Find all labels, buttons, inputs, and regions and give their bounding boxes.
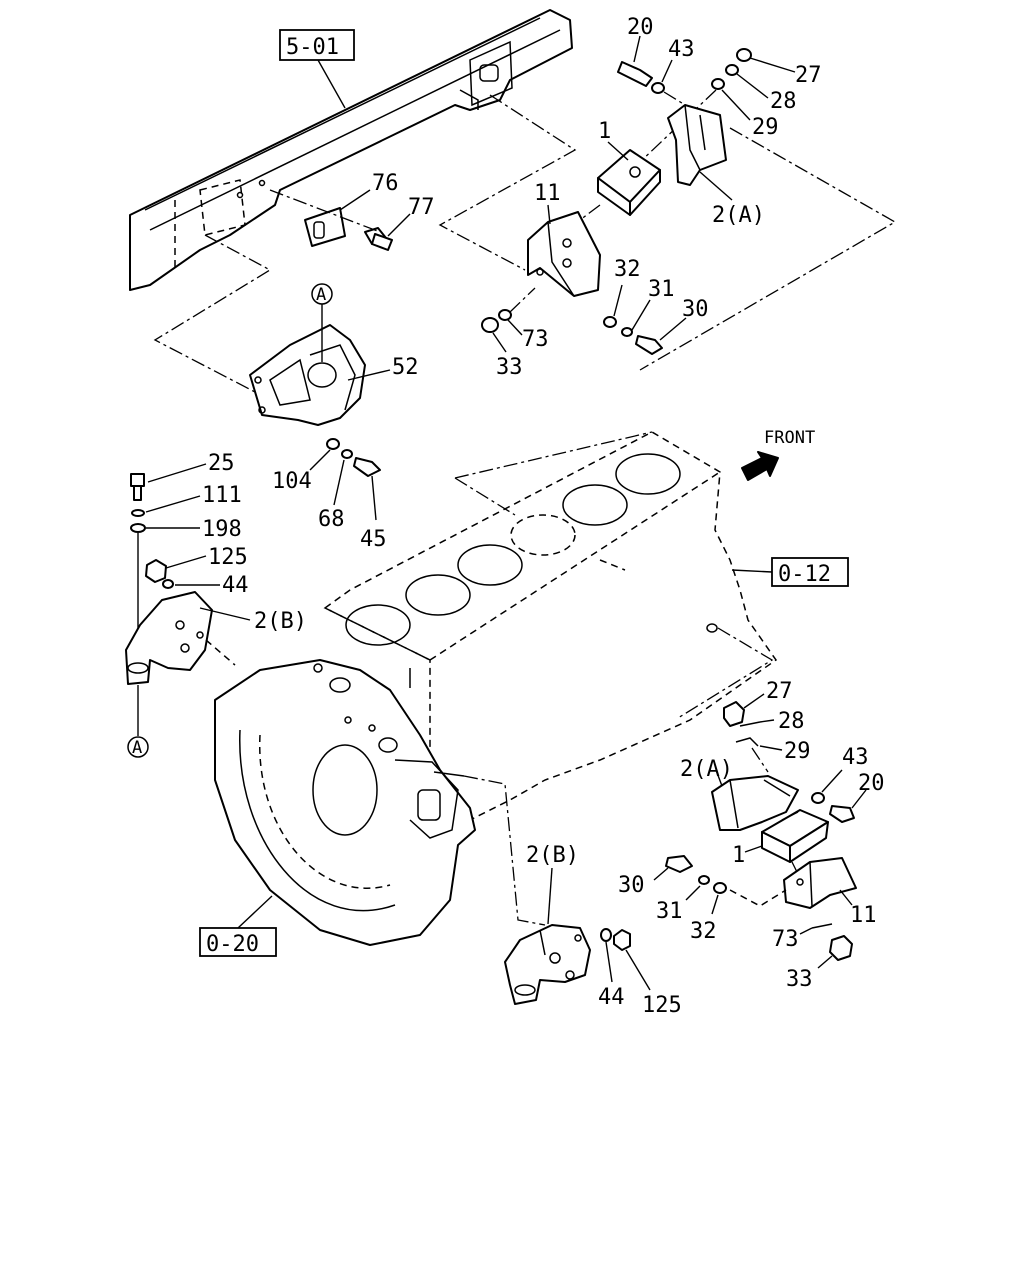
cushion-1-bot: 1 [732, 809, 829, 868]
front-label: FRONT [764, 428, 815, 448]
callout-2a-bot: 2(A) [680, 757, 733, 782]
callout-45: 45 [360, 527, 387, 552]
callout-25: 25 [208, 451, 235, 476]
callout-2a-top: 2(A) [712, 203, 765, 228]
callout-11-top: 11 [534, 181, 561, 206]
nut-125-bot: 125 [613, 929, 682, 1018]
marker-a-left: A [127, 736, 149, 758]
washer-73-top: 73 [498, 309, 549, 352]
callout-2b-left: 2(B) [254, 609, 307, 634]
washer-44-bot: 44 [598, 928, 625, 1010]
bracket-11-top: 11 [527, 181, 601, 297]
ref-block-label: 0-12 [778, 562, 831, 587]
washer-44-left: 44 [162, 573, 249, 598]
callout-111: 111 [202, 483, 242, 508]
callout-125-left: 125 [208, 545, 248, 570]
bolt-30-bot: 30 [618, 855, 693, 898]
callout-73-top: 73 [522, 327, 549, 352]
callout-198: 198 [202, 517, 242, 542]
engine-block [323, 431, 778, 821]
callout-43-top: 43 [668, 37, 695, 62]
washer-198: 198 [130, 517, 242, 542]
washer-28-bot: 28 [739, 709, 805, 734]
nut-27-bot: 27 [723, 679, 793, 727]
washer-32-top: 32 [603, 257, 641, 328]
callout-33-bot: 33 [786, 967, 813, 992]
ref-frame-label: 5-01 [286, 35, 339, 60]
washer-73-bot: 73 [772, 923, 833, 952]
bolt-30-top: 30 [635, 297, 709, 355]
callout-31-top: 31 [648, 277, 675, 302]
callout-68: 68 [318, 507, 345, 532]
callout-44-left: 44 [222, 573, 249, 598]
callout-44-bot: 44 [598, 985, 625, 1010]
cushion-1-top: 1 [597, 119, 661, 216]
front-indicator: FRONT [741, 428, 815, 481]
washer-43-top: 43 [651, 37, 695, 94]
callout-28-top: 28 [770, 89, 797, 114]
callout-76: 76 [372, 171, 399, 196]
marker-a-left-label: A [132, 738, 142, 758]
bolt-25: 25 [130, 451, 235, 501]
washer-43-bot: 43 [811, 745, 869, 804]
bolt-45: 45 [353, 457, 387, 552]
callout-104: 104 [272, 469, 312, 494]
callout-29-bot: 29 [784, 739, 811, 764]
callout-28-bot: 28 [778, 709, 805, 734]
bolt-20-bot: 20 [829, 771, 885, 823]
bracket-2b-left: 2(B) [125, 591, 307, 685]
bolt-77: 77 [364, 195, 435, 251]
nut-125-left: 125 [145, 545, 248, 583]
callout-27-bot: 27 [766, 679, 793, 704]
marker-a-top-label: A [316, 285, 326, 305]
frame-rail [129, 9, 573, 291]
bracket-2b-bot: 2(B) [504, 843, 591, 1005]
callout-43-bot: 43 [842, 745, 869, 770]
bracket-11-bot: 11 [783, 857, 877, 928]
callout-32-top: 32 [614, 257, 641, 282]
callout-77: 77 [408, 195, 435, 220]
callout-73-bot: 73 [772, 927, 799, 952]
ref-housing-label: 0-20 [206, 932, 259, 957]
callout-20-bot: 20 [858, 771, 885, 796]
callout-11-bot: 11 [850, 903, 877, 928]
ref-box-block: 0-12 [731, 557, 849, 587]
ref-box-housing: 0-20 [199, 895, 277, 957]
washer-111: 111 [131, 483, 242, 517]
bracket-76: 76 [304, 171, 399, 247]
washer-68: 68 [318, 449, 353, 532]
nut-33-bot: 33 [786, 935, 853, 992]
callout-30-top: 30 [682, 297, 709, 322]
callout-125-bot: 125 [642, 993, 682, 1018]
callout-27-top: 27 [795, 63, 822, 88]
callout-31-bot: 31 [656, 899, 683, 924]
nut-27-top: 27 [736, 48, 822, 88]
callout-30-bot: 30 [618, 873, 645, 898]
callout-1-bot: 1 [732, 843, 745, 868]
pin-29-top: 29 [711, 78, 779, 140]
callout-52: 52 [392, 355, 419, 380]
pin-29-bot: 29 [735, 737, 811, 764]
callout-29-top: 29 [752, 115, 779, 140]
nut-33-top: 33 [481, 317, 523, 380]
callout-2b-bot: 2(B) [526, 843, 579, 868]
callout-33-top: 33 [496, 355, 523, 380]
washer-104: 104 [272, 438, 340, 494]
mount-52: 52 [249, 324, 419, 426]
washer-32-bot: 32 [690, 882, 727, 944]
ref-box-frame: 5-01 [279, 29, 355, 109]
bolt-20-top: 20 [617, 15, 654, 87]
callout-32-bot: 32 [690, 919, 717, 944]
callout-1-top: 1 [598, 119, 611, 144]
marker-a-top: A [311, 283, 333, 362]
washer-31-top: 31 [621, 277, 675, 337]
callout-20-top: 20 [627, 15, 654, 40]
bracket-2a-bot: 2(A) [680, 757, 799, 831]
washer-28-top: 28 [725, 64, 797, 114]
flywheel-housing [214, 659, 476, 946]
bracket-2a-top: 2(A) [667, 104, 765, 228]
washer-31-bot: 31 [656, 875, 710, 924]
